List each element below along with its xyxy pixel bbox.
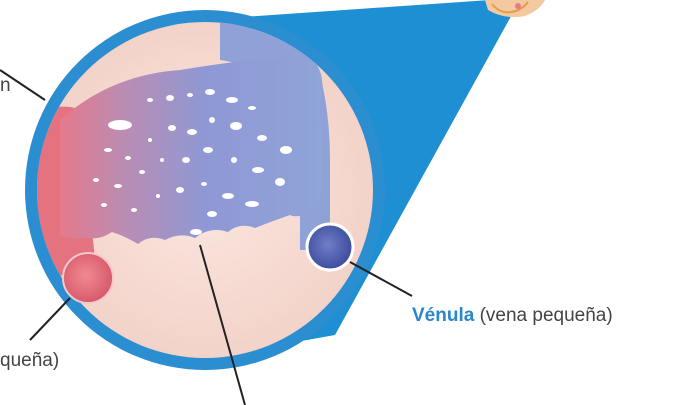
arteriole-cross-section bbox=[63, 253, 113, 303]
top-left-callout-line bbox=[0, 70, 45, 100]
arteriola-label-partial: queña) bbox=[0, 350, 59, 372]
arteriola-callout-line bbox=[30, 298, 70, 340]
venule-cross-section bbox=[307, 224, 353, 270]
venula-label: Vénula (vena pequeña) bbox=[412, 305, 613, 327]
venula-label-name: Vénula bbox=[412, 305, 474, 326]
venula-label-detail: (vena pequeña) bbox=[480, 305, 613, 326]
